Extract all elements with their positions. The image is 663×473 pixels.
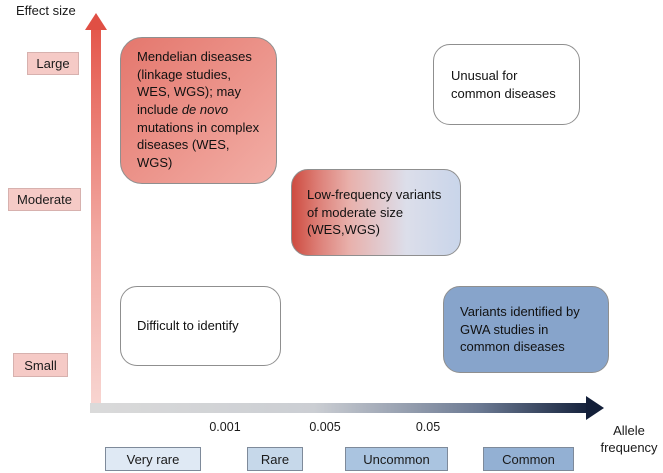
y-tick-small: Small xyxy=(13,353,68,377)
x-axis-title: Allele frequency xyxy=(596,423,662,457)
box-unusual: Unusual for common diseases xyxy=(433,44,580,125)
y-axis-title: Effect size xyxy=(16,3,76,18)
category-common: Common xyxy=(483,447,574,471)
x-axis-title-line2: frequency xyxy=(600,439,658,455)
box-mendelian: Mendelian diseases (linkage studies, WES… xyxy=(120,37,277,184)
mendelian-text-before: Mendelian diseases (linkage studies, WES… xyxy=(137,49,252,118)
category-very-rare: Very rare xyxy=(105,447,201,471)
box-low-frequency: Low-frequency variants of moderate size … xyxy=(291,169,461,256)
x-tick-0005: 0.005 xyxy=(309,420,341,434)
low-frequency-text: Low-frequency variants of moderate size … xyxy=(307,186,442,238)
gwa-text: Variants identified by GWA studies in co… xyxy=(460,303,580,355)
unusual-text: Unusual for common diseases xyxy=(451,67,556,101)
category-rare: Rare xyxy=(247,447,303,471)
box-gwa: Variants identified by GWA studies in co… xyxy=(443,286,609,373)
y-tick-moderate: Moderate xyxy=(8,188,81,211)
box-difficult: Difficult to identify xyxy=(120,286,281,366)
x-axis-title-line1: Allele xyxy=(613,423,645,438)
y-tick-large: Large xyxy=(27,52,79,75)
y-axis-arrow xyxy=(91,28,101,410)
difficult-text: Difficult to identify xyxy=(137,318,239,334)
mendelian-text: Mendelian diseases (linkage studies, WES… xyxy=(137,49,259,170)
x-axis-arrowhead-icon xyxy=(586,396,604,420)
x-axis-arrow xyxy=(90,403,588,413)
mendelian-text-italic: de novo xyxy=(181,102,229,118)
mendelian-text-after: mutations in complex diseases (WES, WGS) xyxy=(137,119,260,171)
y-axis-arrowhead-icon xyxy=(85,13,107,30)
x-tick-0001: 0.001 xyxy=(209,420,241,434)
x-tick-005: 0.05 xyxy=(415,420,441,434)
category-uncommon: Uncommon xyxy=(345,447,448,471)
